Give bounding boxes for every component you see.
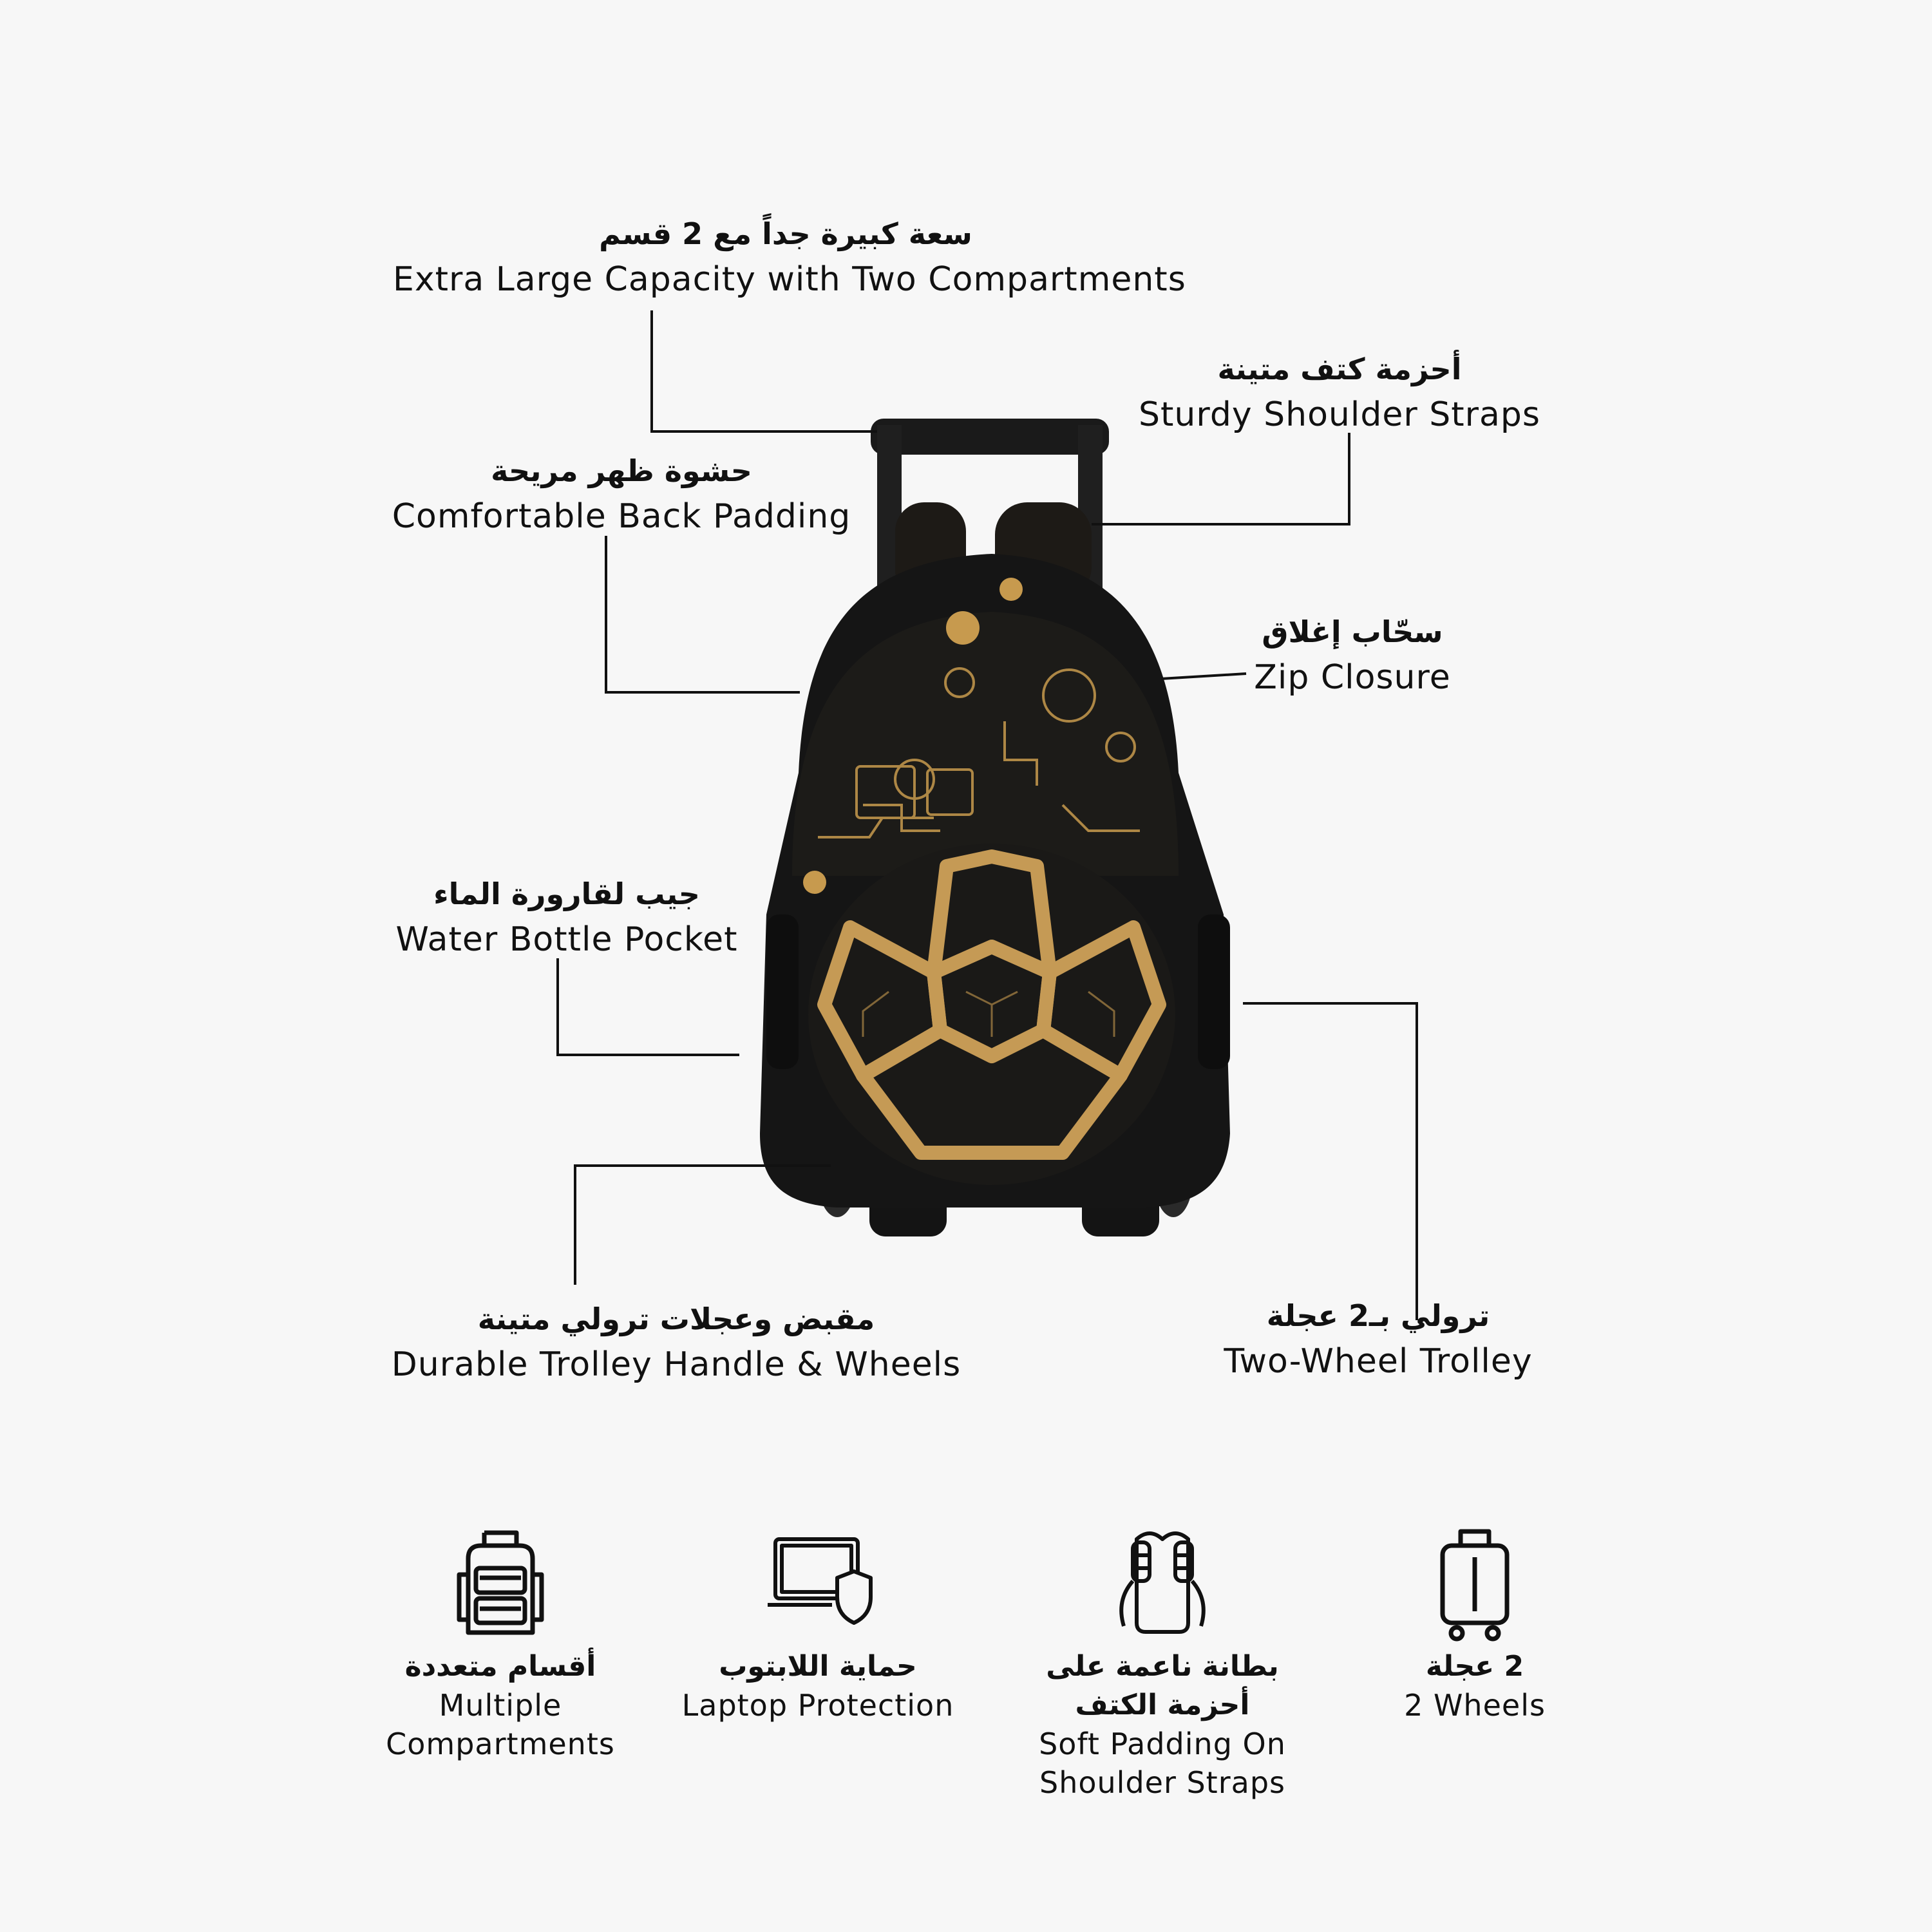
callout-handle: مقبض وعجلات ترولي متينة Durable Trolley … bbox=[386, 1298, 966, 1389]
leader-handle bbox=[574, 1164, 831, 1285]
callout-zip-ar: سحّاب إغلاق bbox=[1262, 614, 1443, 649]
callout-straps-en: Sturdy Shoulder Straps bbox=[1139, 395, 1540, 434]
leader-capacity bbox=[650, 310, 877, 433]
feature-laptop-protection: حماية اللابتوب Laptop Protection bbox=[650, 1520, 985, 1725]
padded-straps-icon bbox=[1119, 1531, 1206, 1634]
football-front-pocket bbox=[808, 844, 1175, 1185]
leader-straps bbox=[1092, 433, 1350, 526]
callout-zip: سحّاب إغلاق Zip Closure bbox=[1211, 611, 1494, 702]
callout-padding-ar: حشوة ظهر مريحة bbox=[491, 453, 752, 488]
callout-trolley-en: Two-Wheel Trolley bbox=[1224, 1342, 1533, 1381]
leader-padding bbox=[605, 536, 800, 694]
feature-2-en: Laptop Protection bbox=[681, 1688, 954, 1723]
callout-straps: أحزمة كتف متينة Sturdy Shoulder Straps bbox=[1133, 348, 1546, 439]
feature-soft-padding-straps: بطانة ناعمة على أحزمة الكتف Soft Padding… bbox=[995, 1520, 1330, 1802]
callout-handle-en: Durable Trolley Handle & Wheels bbox=[391, 1345, 961, 1384]
feature-2-ar: حماية اللابتوب bbox=[719, 1650, 917, 1683]
callout-straps-ar: أحزمة كتف متينة bbox=[1217, 352, 1462, 386]
feature-multiple-compartments: أقسام متعددة Multiple Compartments bbox=[333, 1520, 668, 1763]
callout-bottle-ar: جيب لقارورة الماء bbox=[433, 876, 700, 911]
feature-3-ar-line1: بطانة ناعمة على bbox=[1046, 1650, 1279, 1683]
callout-capacity: سعة كبيرة جداً مع 2 قسم Extra Large Capa… bbox=[393, 213, 1186, 304]
feature-two-wheels: 2 عجلة 2 Wheels bbox=[1307, 1520, 1642, 1725]
callout-bottle: جيب لقارورة الماء Water Bottle Pocket bbox=[380, 873, 753, 964]
feature-3-en-line1: Soft Padding On bbox=[1039, 1727, 1286, 1761]
feature-1-en-line2: Compartments bbox=[386, 1727, 615, 1761]
feature-4-en: 2 Wheels bbox=[1404, 1688, 1546, 1723]
callout-capacity-en: Extra Large Capacity with Two Compartmen… bbox=[393, 260, 1186, 299]
trolley-suitcase-icon bbox=[1440, 1529, 1510, 1642]
callout-trolley-ar: ترولي بـ2 عجلة bbox=[1266, 1298, 1490, 1333]
callout-handle-ar: مقبض وعجلات ترولي متينة bbox=[477, 1302, 875, 1336]
backpack-icon bbox=[457, 1530, 544, 1635]
callout-zip-en: Zip Closure bbox=[1254, 658, 1451, 697]
callout-bottle-en: Water Bottle Pocket bbox=[395, 920, 738, 959]
callout-capacity-ar: سعة كبيرة جداً مع 2 قسم bbox=[599, 216, 972, 251]
leader-trolley bbox=[1243, 1002, 1418, 1320]
feature-1-ar: أقسام متعددة bbox=[404, 1650, 596, 1683]
feature-1-en-line1: Multiple bbox=[439, 1688, 562, 1723]
feature-4-ar: 2 عجلة bbox=[1425, 1650, 1524, 1683]
leader-bottle bbox=[556, 958, 739, 1056]
callout-trolley: ترولي بـ2 عجلة Two-Wheel Trolley bbox=[1191, 1294, 1565, 1386]
leader-zip bbox=[1160, 672, 1247, 680]
feature-3-ar-line2: أحزمة الكتف bbox=[1075, 1689, 1250, 1721]
laptop-shield-icon bbox=[768, 1537, 873, 1625]
feature-3-en-line2: Shoulder Straps bbox=[1039, 1765, 1285, 1800]
callout-padding: حشوة ظهر مريحة Comfortable Back Padding bbox=[386, 450, 857, 541]
callout-padding-en: Comfortable Back Padding bbox=[392, 497, 851, 536]
